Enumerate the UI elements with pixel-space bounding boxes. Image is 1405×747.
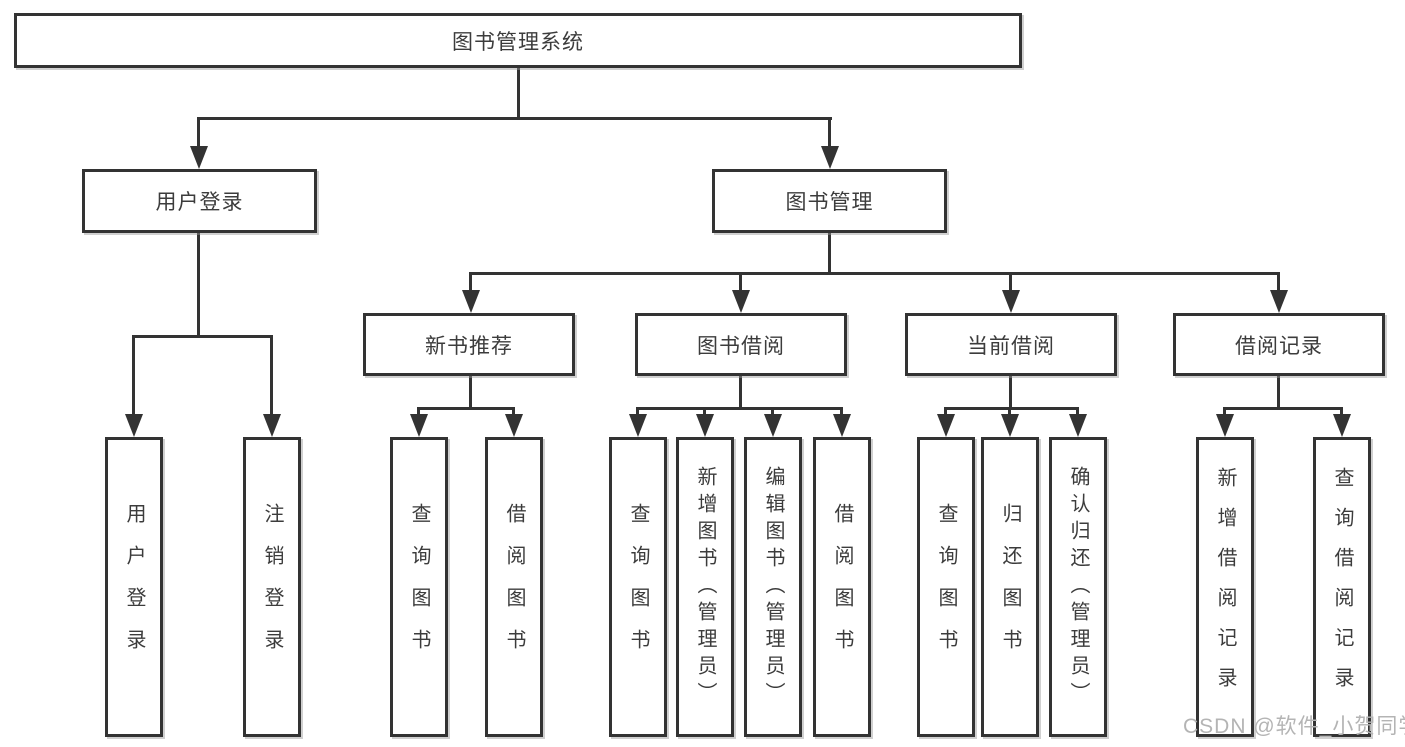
watermark: CSDN @软件_小贺同学: [1183, 715, 1405, 738]
leaf-query-borrow-record: 查询借阅记录: [1313, 437, 1371, 737]
arrow-down-icon: [1001, 414, 1019, 437]
arrow-down-icon: [937, 414, 955, 437]
leaf-query-books-current: 查询图书: [917, 437, 975, 737]
arrow-down-icon: [1270, 290, 1288, 313]
connector-records-stem: [1277, 376, 1280, 410]
node-library-system-label: 图书管理系统: [452, 30, 584, 54]
node-borrow-records: 借阅记录: [1173, 313, 1385, 376]
arrow-down-icon: [1069, 414, 1087, 437]
node-book-management: 图书管理: [712, 169, 947, 233]
node-current-borrow: 当前借阅: [905, 313, 1117, 376]
arrow-down-icon: [1333, 414, 1351, 437]
connector-arm-book-mgmt: [828, 117, 831, 149]
node-user-login-label: 用户登录: [155, 191, 244, 214]
node-borrow-records-label: 借阅记录: [1235, 334, 1323, 358]
arrow-down-icon: [821, 146, 839, 169]
arrow-down-icon: [462, 290, 480, 313]
leaf-query-books-recommend-label: 查询图书: [408, 503, 430, 671]
leaf-query-books-current-label: 查询图书: [935, 503, 957, 671]
arrow-down-icon: [1216, 414, 1234, 437]
node-book-borrow: 图书借阅: [635, 313, 847, 376]
connector-arm-leaf: [132, 335, 135, 417]
arrow-down-icon: [125, 414, 143, 437]
node-current-borrow-label: 当前借阅: [967, 334, 1055, 358]
leaf-add-borrow-record: 新增借阅记录: [1196, 437, 1254, 737]
connector-book-mgmt-stem: [828, 233, 831, 275]
arrow-down-icon: [410, 414, 428, 437]
leaf-borrow-books-recommend-label: 借阅图书: [503, 503, 525, 671]
arrow-down-icon: [833, 414, 851, 437]
leaf-borrow-books-recommend: 借阅图书: [485, 437, 543, 737]
connector-borrow-stem: [739, 376, 742, 410]
leaf-edit-books-admin: 编辑图书（管理员）: [744, 437, 802, 737]
leaf-confirm-return-admin-label: 确认归还（管理员）: [1067, 465, 1089, 709]
connector-current-stem: [1009, 376, 1012, 410]
node-new-book-recommend-label: 新书推荐: [425, 334, 513, 358]
connector-user-login-stem: [197, 233, 200, 338]
node-library-system: 图书管理系统: [14, 13, 1022, 68]
arrow-down-icon: [696, 414, 714, 437]
arrow-down-icon: [1002, 290, 1020, 313]
connector-arm-leaf: [270, 335, 273, 417]
connector-level2-bar: [197, 117, 832, 120]
leaf-query-borrow-record-label: 查询借阅记录: [1331, 467, 1353, 707]
connector-arm-l3: [739, 272, 742, 293]
arrow-down-icon: [732, 290, 750, 313]
leaf-return-books: 归还图书: [981, 437, 1039, 737]
connector-newbooks-stem: [469, 376, 472, 410]
leaf-return-books-label: 归还图书: [999, 503, 1021, 671]
connector-arm-l3: [1277, 272, 1280, 293]
node-new-book-recommend: 新书推荐: [363, 313, 575, 376]
leaf-query-books-borrow-label: 查询图书: [627, 503, 649, 671]
leaf-add-books-admin-label: 新增图书（管理员）: [694, 465, 716, 709]
node-book-borrow-label: 图书借阅: [697, 334, 785, 358]
connector-arm-l3: [1009, 272, 1012, 293]
connector-current-bar: [944, 407, 1079, 410]
leaf-edit-books-admin-label: 编辑图书（管理员）: [762, 465, 784, 709]
leaf-logout: 注销登录: [243, 437, 301, 737]
connector-arm-l3: [469, 272, 472, 293]
leaf-add-borrow-record-label: 新增借阅记录: [1214, 467, 1236, 707]
leaf-borrow-books-label: 借阅图书: [831, 503, 853, 671]
leaf-user-login-label: 用户登录: [123, 503, 145, 671]
arrow-down-icon: [505, 414, 523, 437]
leaf-logout-label: 注销登录: [261, 503, 283, 671]
leaf-query-books-recommend: 查询图书: [390, 437, 448, 737]
arrow-down-icon: [764, 414, 782, 437]
leaf-add-books-admin: 新增图书（管理员）: [676, 437, 734, 737]
connector-user-login-bar: [132, 335, 273, 338]
leaf-borrow-books: 借阅图书: [813, 437, 871, 737]
node-user-login: 用户登录: [82, 169, 317, 233]
node-book-management-label: 图书管理: [785, 191, 874, 214]
connector-arm-user-login: [197, 117, 200, 149]
arrow-down-icon: [629, 414, 647, 437]
leaf-confirm-return-admin: 确认归还（管理员）: [1049, 437, 1107, 737]
arrow-down-icon: [190, 146, 208, 169]
arrow-down-icon: [263, 414, 281, 437]
connector-newbooks-bar: [417, 407, 515, 410]
leaf-user-login: 用户登录: [105, 437, 163, 737]
connector-records-bar: [1223, 407, 1343, 410]
leaf-query-books-borrow: 查询图书: [609, 437, 667, 737]
connector-borrow-bar: [636, 407, 843, 410]
connector-root-stem: [517, 68, 520, 118]
connector-level3-bar: [469, 272, 1280, 275]
